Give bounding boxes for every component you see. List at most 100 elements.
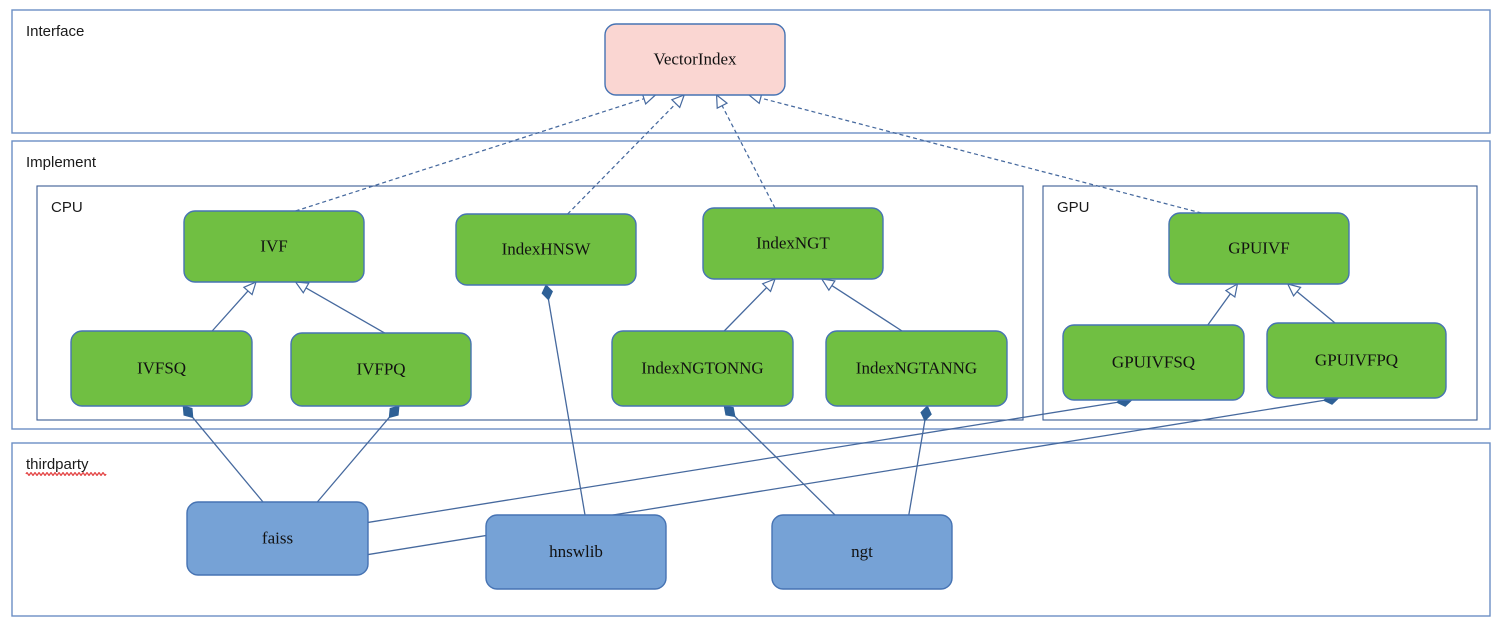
node-label-gpuivf: GPUIVF bbox=[1228, 238, 1289, 257]
edge-line bbox=[567, 103, 677, 215]
node-indexngt[interactable]: IndexNGT bbox=[702, 207, 884, 280]
node-box-vectorindex[interactable] bbox=[604, 23, 786, 96]
edge-line bbox=[192, 417, 264, 503]
edge-line bbox=[908, 420, 926, 516]
node-ngt[interactable]: ngt bbox=[771, 514, 953, 590]
edge-line bbox=[1296, 291, 1336, 324]
group-label-thirdparty: thirdparty bbox=[26, 456, 89, 473]
edge-line bbox=[316, 417, 390, 503]
group-box-gpu bbox=[1042, 185, 1478, 421]
node-indexhnsw[interactable]: IndexHNSW bbox=[455, 213, 637, 286]
node-box-ngt[interactable] bbox=[771, 514, 953, 590]
group-gpu: GPU bbox=[1042, 185, 1478, 421]
node-box-ivfpq[interactable] bbox=[290, 332, 472, 407]
node-label-indexngt: IndexNGT bbox=[756, 233, 830, 252]
triangle-arrowhead-icon bbox=[1286, 283, 1302, 297]
node-vectorindex[interactable]: VectorIndex bbox=[604, 23, 786, 96]
node-label-indexngtanng: IndexNGTANNG bbox=[856, 358, 977, 377]
node-label-gpuivfsq: GPUIVFSQ bbox=[1112, 352, 1195, 371]
node-hnswlib[interactable]: hnswlib bbox=[485, 514, 667, 590]
node-label-ivfsq: IVFSQ bbox=[137, 358, 186, 377]
group-implement: Implement bbox=[11, 140, 1491, 430]
node-box-gpuivfsq[interactable] bbox=[1062, 324, 1245, 401]
node-box-gpuivf[interactable] bbox=[1168, 212, 1350, 285]
group-box-interface bbox=[11, 9, 1491, 134]
edge-line bbox=[734, 416, 836, 516]
node-gpuivf[interactable]: GPUIVF bbox=[1168, 212, 1350, 285]
edge-realization-gpuivf-to-vectorindex bbox=[747, 91, 1202, 214]
node-box-ivf[interactable] bbox=[183, 210, 365, 283]
edge-line bbox=[295, 98, 645, 212]
edge-inheritance-ivfsq-to-ivf bbox=[211, 280, 257, 332]
group-label-interface: Interface bbox=[26, 23, 84, 40]
group-label-cpu: CPU bbox=[51, 199, 83, 216]
group-box-cpu bbox=[36, 185, 1024, 421]
edge-line bbox=[367, 401, 1118, 524]
edge-line bbox=[760, 97, 1202, 214]
spellcheck-underline-icon bbox=[25, 472, 107, 476]
edge-line bbox=[723, 287, 768, 332]
triangle-arrowhead-icon bbox=[294, 281, 310, 294]
group-interface: Interface bbox=[11, 9, 1491, 134]
composition-diamond-icon bbox=[541, 284, 553, 301]
node-indexngtonng[interactable]: IndexNGTONNG bbox=[611, 330, 794, 407]
triangle-arrowhead-icon bbox=[670, 93, 686, 109]
node-box-indexngt[interactable] bbox=[702, 207, 884, 280]
edge-composition-faiss-to-gpuivfsq bbox=[367, 395, 1133, 524]
node-label-gpuivfpq: GPUIVFPQ bbox=[1315, 350, 1398, 369]
edge-composition-faiss-to-ivfpq bbox=[316, 405, 400, 503]
node-label-indexhnsw: IndexHNSW bbox=[502, 239, 592, 258]
node-box-indexngtonng[interactable] bbox=[611, 330, 794, 407]
node-ivfpq[interactable]: IVFPQ bbox=[290, 332, 472, 407]
group-box-thirdparty bbox=[11, 442, 1491, 617]
group-label-gpu: GPU bbox=[1057, 199, 1090, 216]
node-gpuivfpq[interactable]: GPUIVFPQ bbox=[1266, 322, 1447, 399]
edge-line bbox=[547, 299, 586, 516]
group-box-implement bbox=[11, 140, 1491, 430]
triangle-arrowhead-icon bbox=[715, 93, 729, 110]
composition-diamond-icon bbox=[723, 405, 736, 418]
edge-inheritance-gpuivfpq-to-gpuivf bbox=[1286, 283, 1336, 324]
node-indexngtanng[interactable]: IndexNGTANNG bbox=[825, 330, 1008, 407]
node-label-vectorindex: VectorIndex bbox=[653, 49, 737, 68]
edge-composition-ngt-to-indexngtonng bbox=[723, 405, 836, 516]
triangle-arrowhead-icon bbox=[820, 278, 836, 292]
node-label-faiss: faiss bbox=[262, 528, 293, 547]
node-box-faiss[interactable] bbox=[186, 501, 369, 576]
edge-inheritance-indexngtanng-to-indexngt bbox=[820, 278, 903, 332]
edge-line bbox=[721, 105, 776, 209]
node-box-hnswlib[interactable] bbox=[485, 514, 667, 590]
edge-composition-faiss-to-ivfsq bbox=[182, 405, 264, 503]
node-ivfsq[interactable]: IVFSQ bbox=[70, 330, 253, 407]
node-label-indexngtonng: IndexNGTONNG bbox=[641, 358, 763, 377]
edge-line bbox=[1207, 293, 1231, 326]
edge-realization-ivf-to-vectorindex bbox=[295, 92, 657, 212]
edge-line bbox=[211, 290, 249, 332]
edge-inheritance-ivfpq-to-ivf bbox=[294, 281, 385, 334]
node-gpuivfsq[interactable]: GPUIVFSQ bbox=[1062, 324, 1245, 401]
composition-diamond-icon bbox=[388, 405, 400, 419]
node-label-ngt: ngt bbox=[851, 542, 873, 561]
composition-diamond-icon bbox=[920, 405, 932, 422]
edge-composition-hnswlib-to-indexhnsw bbox=[541, 284, 586, 516]
edge-inheritance-gpuivfsq-to-gpuivf bbox=[1207, 282, 1239, 326]
node-box-indexngtanng[interactable] bbox=[825, 330, 1008, 407]
node-box-ivfsq[interactable] bbox=[70, 330, 253, 407]
node-box-indexhnsw[interactable] bbox=[455, 213, 637, 286]
group-thirdparty: thirdparty bbox=[11, 442, 1491, 617]
node-faiss[interactable]: faiss bbox=[186, 501, 369, 576]
edge-inheritance-indexngtonng-to-indexngt bbox=[723, 277, 777, 332]
triangle-arrowhead-icon bbox=[242, 280, 257, 296]
node-ivf[interactable]: IVF bbox=[183, 210, 365, 283]
node-box-gpuivfpq[interactable] bbox=[1266, 322, 1447, 399]
edge-realization-indexhnsw-to-vectorindex bbox=[567, 93, 686, 215]
node-label-hnswlib: hnswlib bbox=[549, 542, 603, 561]
edges-layer bbox=[182, 91, 1340, 556]
triangle-arrowhead-icon bbox=[1224, 282, 1239, 298]
group-label-implement: Implement bbox=[26, 154, 97, 171]
edge-line bbox=[831, 284, 903, 332]
